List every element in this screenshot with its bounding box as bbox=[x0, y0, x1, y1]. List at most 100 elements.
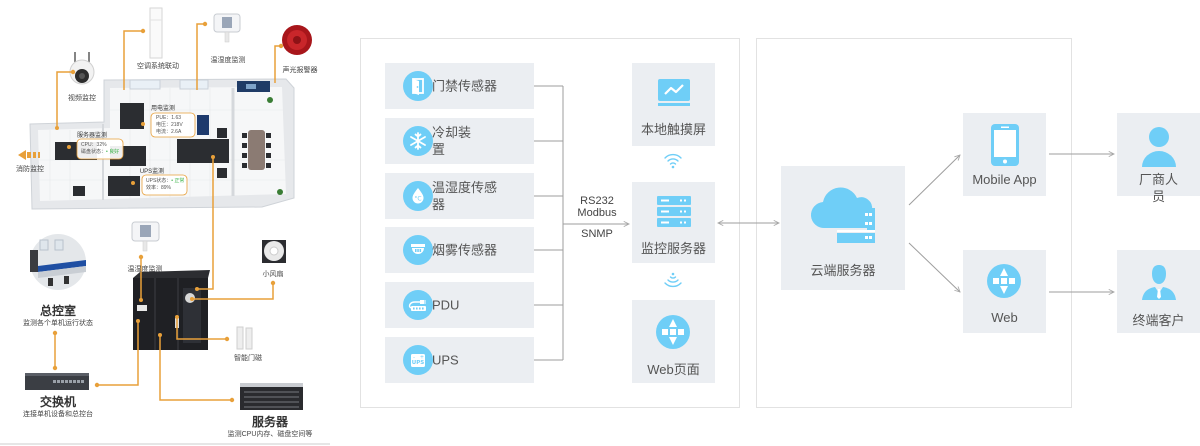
power-callout-box bbox=[150, 112, 196, 138]
door-magnet-label: 智能门磁 bbox=[234, 355, 262, 362]
person-icon bbox=[1142, 127, 1176, 167]
smoke-detector-icon bbox=[403, 235, 433, 265]
ups-state-value: • 正常 bbox=[171, 178, 185, 184]
touchscreen-card[interactable]: 本地触摸屏 bbox=[632, 63, 715, 146]
air-conditioner-label: 空调系统联动 bbox=[137, 63, 179, 70]
rack-server-icon bbox=[240, 383, 303, 410]
sensor-item-cooling[interactable]: 冷却装置 bbox=[385, 118, 534, 164]
mobile-app-label: Mobile App bbox=[972, 172, 1037, 187]
cloud-server-icon bbox=[810, 187, 875, 243]
small-fan-label: 小风扇 bbox=[262, 271, 284, 278]
temperature-sensor-top-icon bbox=[213, 13, 241, 43]
svg-text:-: - bbox=[413, 355, 415, 361]
server-racks bbox=[55, 103, 229, 196]
sensor-item-ups[interactable]: UPS - + UPS bbox=[385, 337, 534, 383]
sensor-label: UPS bbox=[432, 352, 459, 368]
sensor-label: 温湿度传感器 bbox=[432, 180, 498, 212]
server-title: 服务器 bbox=[251, 415, 289, 429]
switch-subtitle: 连接单机设备和总控台 bbox=[23, 411, 93, 418]
camera-icon bbox=[69, 52, 95, 85]
connector-alarm bbox=[274, 45, 281, 83]
snowflake-icon bbox=[403, 126, 433, 156]
server-callout-content: CPU：32% 磁盘状态：• 良好 bbox=[81, 142, 119, 156]
monitor-server-label: 监控服务器 bbox=[640, 241, 706, 256]
sensor-label: 门禁传感器 bbox=[432, 78, 498, 94]
fire-monitor-label: 消防监控 bbox=[16, 166, 44, 173]
control-room-subtitle: 监测各个单机运行状态 bbox=[23, 320, 93, 327]
cloud-server-label: 云端服务器 bbox=[810, 263, 876, 278]
ups-callout-title: UPS监测 bbox=[139, 169, 165, 175]
svg-text:+: + bbox=[420, 355, 424, 361]
mobile-phone-icon bbox=[991, 124, 1019, 166]
voltage-value: 电压：218V bbox=[156, 122, 183, 128]
svg-text:UPS: UPS bbox=[412, 360, 424, 366]
orange-connectors bbox=[54, 23, 281, 401]
door-magnet-icon bbox=[236, 326, 253, 350]
sensor-item-door[interactable]: 门禁传感器 bbox=[385, 63, 534, 109]
sensor-item-temp-humidity[interactable]: °C 温湿度传感器 bbox=[385, 173, 534, 219]
sound-light-alarm-icon bbox=[282, 25, 312, 55]
ups-icon: UPS - + bbox=[403, 345, 433, 375]
server-subtitle: 监测CPU内存、磁盘空间等 bbox=[227, 431, 313, 438]
ups-efficiency-value: 效率：89% bbox=[146, 185, 172, 191]
connector-server bbox=[159, 335, 232, 401]
protocol-snmp: SNMP bbox=[581, 228, 613, 240]
businessman-icon bbox=[1142, 265, 1176, 300]
pue-value: PUE：1.63 bbox=[156, 115, 182, 121]
svg-text:°C: °C bbox=[414, 196, 421, 203]
protocol-modbus: Modbus bbox=[577, 207, 617, 219]
camera-label: 视频监控 bbox=[68, 95, 96, 102]
connector-door bbox=[176, 317, 227, 340]
web-page-card[interactable]: Web页面 bbox=[632, 300, 715, 383]
temperature-sensor-cabinet-icon bbox=[131, 221, 160, 252]
disk-status-value: • 良好 bbox=[106, 149, 120, 155]
connector-temp-top bbox=[196, 23, 205, 90]
disk-status-label: 磁盘状态： bbox=[81, 149, 107, 155]
end-customer-label: 终端客户 bbox=[1132, 313, 1185, 328]
sensor-item-smoke[interactable]: 烟雾传感器 bbox=[385, 227, 534, 273]
temp-humidity-cabinet-label: 温湿度监测 bbox=[127, 266, 163, 273]
web-client-card[interactable]: Web bbox=[963, 250, 1046, 333]
web-page-label: Web页面 bbox=[647, 362, 700, 377]
monitor-server-card[interactable]: 监控服务器 bbox=[632, 182, 715, 263]
cpu-value: CPU：32% bbox=[81, 142, 107, 148]
temperature-drop-icon: °C bbox=[403, 181, 433, 211]
mobile-app-card[interactable]: Mobile App bbox=[963, 113, 1046, 196]
control-room-image bbox=[30, 234, 86, 290]
vendor-staff-card[interactable]: 厂商人员 bbox=[1117, 113, 1200, 204]
touchscreen-label: 本地触摸屏 bbox=[640, 122, 706, 137]
power-callout-content: PUE：1.63 电压：218V 电流：2.6A bbox=[156, 115, 183, 136]
network-switch-icon bbox=[25, 373, 89, 390]
end-customer-card[interactable]: 终端客户 bbox=[1117, 250, 1200, 333]
illustration-graphics bbox=[0, 7, 330, 445]
connector-fan bbox=[192, 283, 274, 300]
control-room-title: 总控室 bbox=[39, 304, 77, 318]
server-stack-icon bbox=[657, 196, 691, 227]
ups-callout-box bbox=[141, 174, 188, 196]
alarm-label: 声光报警器 bbox=[282, 67, 318, 74]
connector-camera bbox=[56, 71, 73, 128]
power-callout-title: 用电监测 bbox=[150, 106, 176, 112]
sensor-label: 冷却装置 bbox=[432, 125, 472, 157]
cloud-server-card[interactable]: 云端服务器 bbox=[781, 166, 905, 290]
monitor-chart-icon bbox=[658, 79, 690, 106]
conference-table bbox=[242, 130, 271, 170]
wifi-down-icon bbox=[664, 272, 682, 288]
datacenter-illustration: 视频监控 空调系统联动 温湿度监测 声光报警器 消防监控 用电监测 PUE：1.… bbox=[0, 0, 340, 446]
sensor-item-pdu[interactable]: PDU bbox=[385, 282, 534, 328]
connector-ac bbox=[123, 30, 143, 90]
sensor-label: PDU bbox=[432, 297, 460, 313]
floor-plan bbox=[18, 78, 295, 210]
cabinet-icon bbox=[133, 270, 210, 350]
power-strip-icon bbox=[403, 290, 433, 320]
connector-rack-cabinet bbox=[197, 157, 214, 290]
web-client-label: Web bbox=[991, 310, 1018, 325]
globe-icon bbox=[656, 315, 690, 349]
server-callout-title: 服务器监测 bbox=[76, 133, 108, 139]
wifi-up-icon bbox=[664, 153, 682, 169]
server-callout-box bbox=[76, 138, 124, 160]
fire-exit-arrow-icon bbox=[18, 150, 40, 160]
protocol-rs232: RS232 bbox=[580, 195, 614, 207]
door-icon bbox=[403, 71, 433, 101]
small-fan-icon bbox=[262, 240, 286, 263]
